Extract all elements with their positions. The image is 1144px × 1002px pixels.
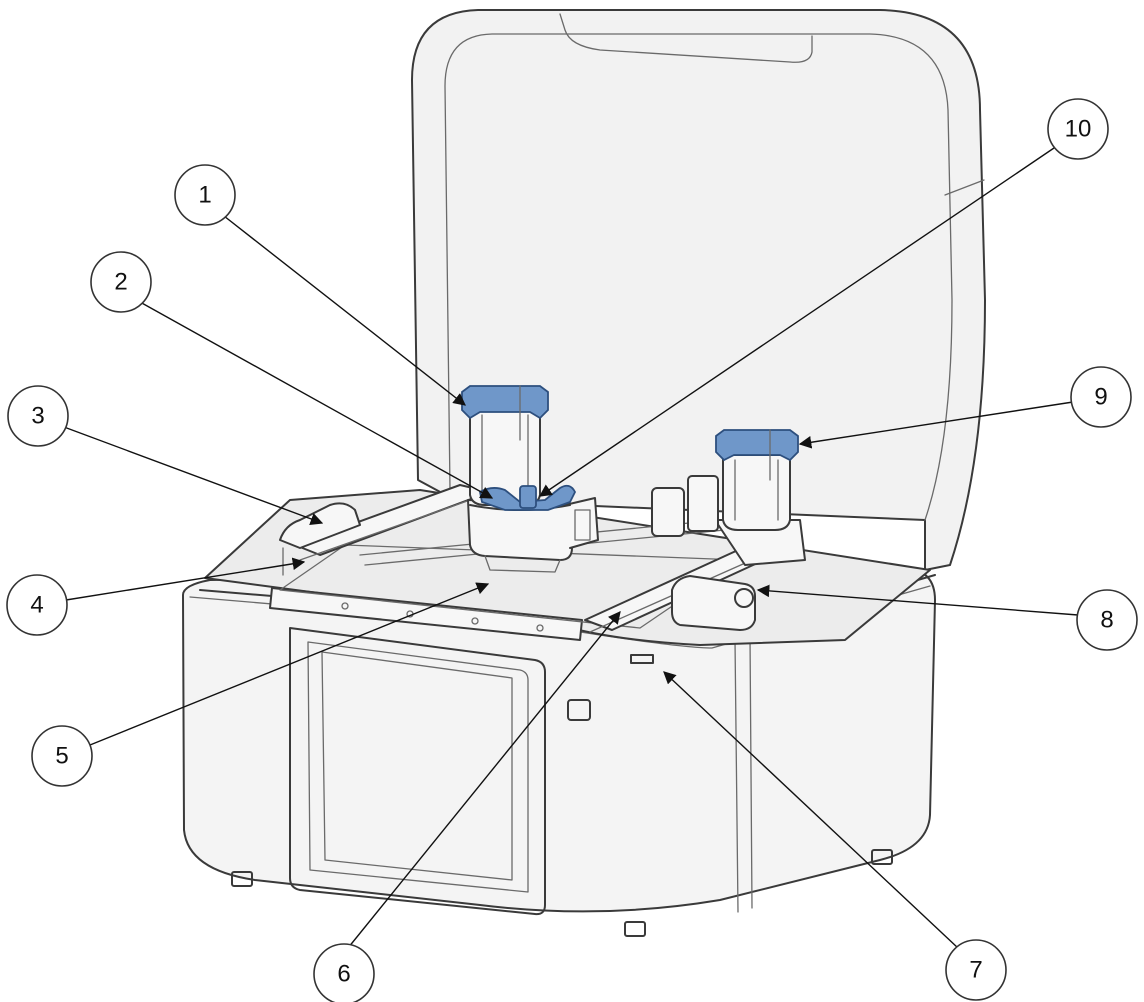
right-knob-icon xyxy=(734,588,754,608)
left-cartridge xyxy=(461,385,549,506)
callout-6: 6 xyxy=(313,943,375,1002)
front-button-icon xyxy=(567,699,591,721)
callout-label-1: 1 xyxy=(198,182,211,209)
leader-line-2 xyxy=(139,301,494,499)
callout-4: 4 xyxy=(6,574,68,636)
leader-line-5 xyxy=(89,582,490,746)
card-slot xyxy=(630,654,654,664)
callout-label-5: 5 xyxy=(55,743,68,770)
leader-line-1 xyxy=(223,215,466,406)
callout-2: 2 xyxy=(90,251,152,313)
foot-left xyxy=(231,871,253,887)
callout-1: 1 xyxy=(174,164,236,226)
leader-line-3 xyxy=(63,426,324,525)
printer-deck xyxy=(204,475,931,646)
side-canister xyxy=(651,487,685,537)
left-clamp xyxy=(279,502,361,549)
leader-line-7 xyxy=(663,671,959,949)
leader-line-10 xyxy=(538,147,1055,497)
callout-label-6: 6 xyxy=(337,961,350,988)
callout-label-10: 10 xyxy=(1065,116,1092,143)
callout-9: 9 xyxy=(1070,366,1132,428)
callout-label-9: 9 xyxy=(1094,384,1107,411)
leader-line-4 xyxy=(65,557,306,601)
printer-body xyxy=(182,567,936,937)
printer-lid xyxy=(411,9,986,571)
leader-line-6 xyxy=(347,611,621,949)
foot-front xyxy=(624,921,646,937)
callout-3: 3 xyxy=(7,385,69,447)
callout-7: 7 xyxy=(945,939,1007,1001)
callout-10: 10 xyxy=(1047,98,1109,160)
callout-label-3: 3 xyxy=(31,403,44,430)
leader-line-8 xyxy=(756,584,1079,616)
callouts: 1 2 3 4 5 6 xyxy=(6,98,1138,1002)
rail-screw-icon xyxy=(341,602,349,610)
right-cartridge xyxy=(715,429,799,531)
callout-5: 5 xyxy=(31,725,93,787)
rail-screw-icon xyxy=(471,617,479,625)
right-clamp xyxy=(671,575,756,631)
callout-label-8: 8 xyxy=(1100,607,1113,634)
foot-right xyxy=(871,849,893,865)
callout-label-7: 7 xyxy=(969,957,982,984)
callout-label-2: 2 xyxy=(114,269,127,296)
callout-label-4: 4 xyxy=(30,592,43,619)
leader-line-9 xyxy=(798,401,1074,449)
rail-screw-icon xyxy=(536,624,544,632)
callout-8: 8 xyxy=(1076,589,1138,651)
front-rail xyxy=(269,587,583,641)
